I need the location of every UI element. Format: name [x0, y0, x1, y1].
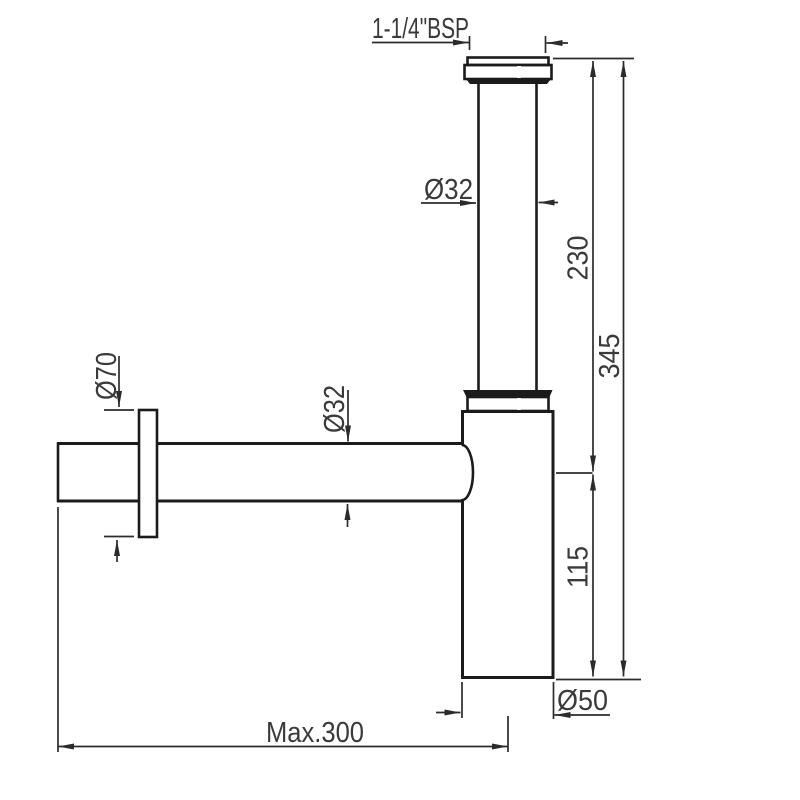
part-standpipe: [477, 83, 538, 391]
dim-thread: 1-1/4"BSP: [372, 13, 568, 53]
standpipe-diameter-label: Ø32: [424, 174, 473, 206]
max-reach-label: Max.300: [266, 717, 364, 749]
part-top-nut: [463, 56, 553, 84]
upper-height-label: 230: [563, 236, 595, 281]
part-inlet-pipe: [56, 442, 463, 503]
dim-inlet-diameter: Ø32: [319, 385, 351, 527]
part-wall-flange: [137, 408, 159, 539]
part-body-nut: [463, 390, 553, 413]
dim-lower-height: 115: [563, 474, 596, 677]
dim-body-diameter: Ø50: [436, 682, 610, 719]
lower-height-label: 115: [563, 546, 595, 588]
extension-lines-right: [553, 57, 641, 681]
body-diameter-label: Ø50: [557, 685, 608, 717]
inlet-diameter-label: Ø32: [319, 385, 351, 433]
dim-upper-height: 230: [563, 61, 596, 472]
total-height-label: 345: [594, 334, 626, 379]
part-inlet-pipe-dome: [459, 443, 475, 502]
dim-flange-diameter: Ø70: [91, 352, 134, 562]
thread-label: 1-1/4"BSP: [372, 13, 469, 45]
dim-standpipe-diameter: Ø32: [421, 174, 558, 206]
dim-total-height: 345: [594, 61, 627, 677]
part-trap-body: [461, 410, 555, 679]
dim-max-reach: Max.300: [57, 507, 509, 752]
